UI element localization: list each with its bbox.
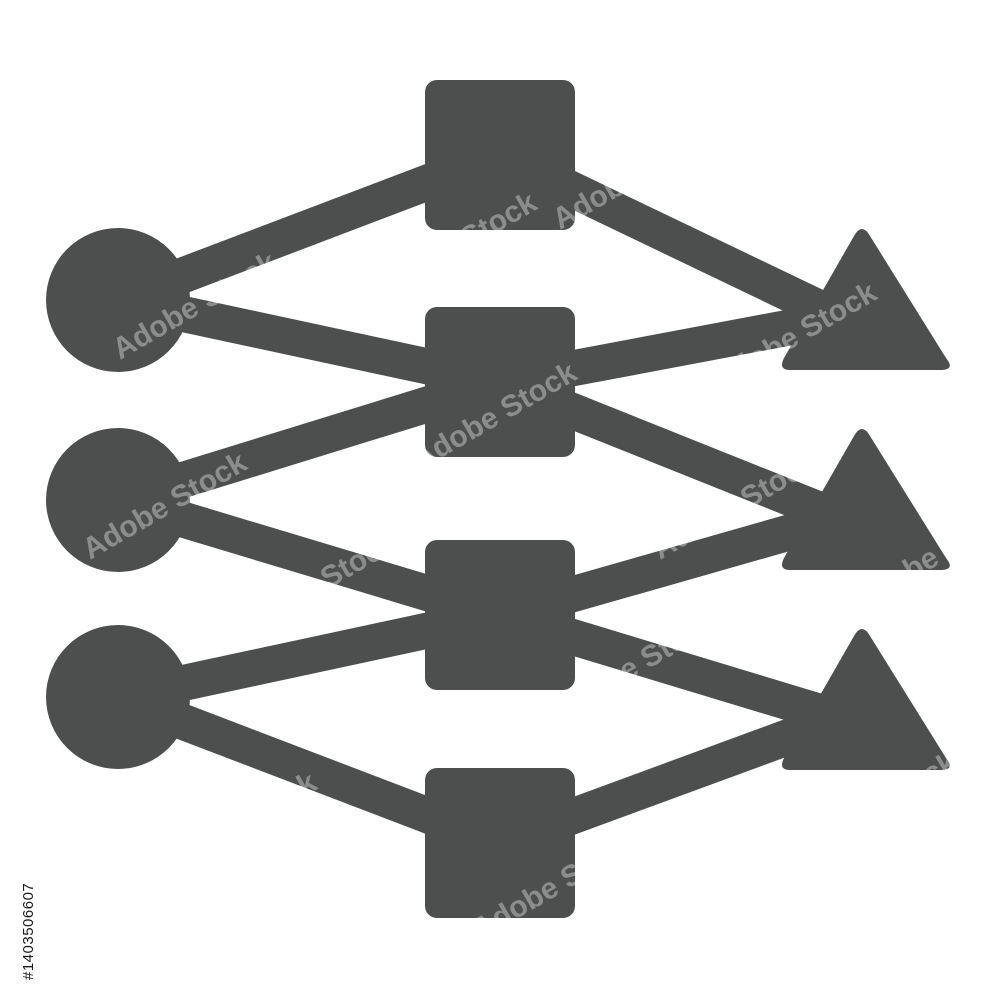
square-node [425,768,575,918]
triangle-node [782,229,950,370]
circle-node [46,228,190,372]
diagram-nodes [46,80,950,918]
square-node [425,307,575,457]
watermark-text: Adobe Stock [147,766,323,886]
stock-id-label: #1403506607 [20,882,37,980]
square-node [425,80,575,230]
circle-node [46,428,190,572]
triangle-node [782,629,950,770]
watermark-text: Adobe Stock [247,6,423,126]
circle-node [46,625,190,769]
square-node [425,540,575,690]
watermark-text: Adobe Stock [827,16,1000,136]
triangle-node [782,429,950,570]
